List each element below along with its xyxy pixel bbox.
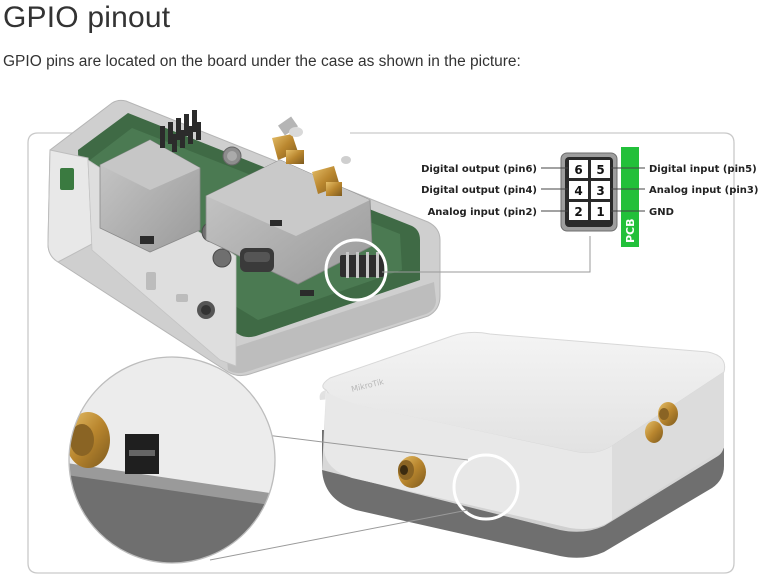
pin-number-1: 1 [596, 205, 604, 219]
pcb-label: PCB [624, 218, 637, 243]
pinout-diagram: 6 5 4 3 2 1 PCB Digital output (pin6) Di… [382, 147, 758, 273]
pin-number-2: 2 [574, 205, 582, 219]
page-title: GPIO pinout [3, 1, 171, 34]
closed-device: MikroTik [319, 331, 726, 558]
sma-connector-top-1 [272, 116, 304, 164]
pin-label-1: GND [649, 207, 674, 218]
pin-number-6: 6 [574, 163, 582, 177]
intro-text: GPIO pins are located on the board under… [3, 53, 521, 70]
sma-connector-side [645, 402, 678, 443]
pin-number-4: 4 [574, 184, 582, 198]
pin-label-4: Digital output (pin4) [421, 185, 537, 196]
pin-label-3: Analog input (pin3) [649, 185, 758, 196]
pin-label-5: Digital input (pin5) [649, 164, 757, 175]
pcb-indicator: PCB [621, 147, 639, 247]
pin-number-3: 3 [596, 184, 604, 198]
pin-number-5: 5 [596, 163, 604, 177]
sma-connector-front [398, 456, 426, 488]
zoom-detail [68, 356, 469, 564]
sma-connector-top-2 [312, 156, 351, 196]
gpio-header-on-board [340, 252, 384, 278]
open-device [47, 99, 441, 377]
pin-grid: 6 5 4 3 2 1 [569, 160, 610, 220]
figure-frame [27, 132, 735, 574]
pin-label-2: Analog input (pin2) [428, 207, 537, 218]
pin-label-6: Digital output (pin6) [421, 164, 537, 175]
